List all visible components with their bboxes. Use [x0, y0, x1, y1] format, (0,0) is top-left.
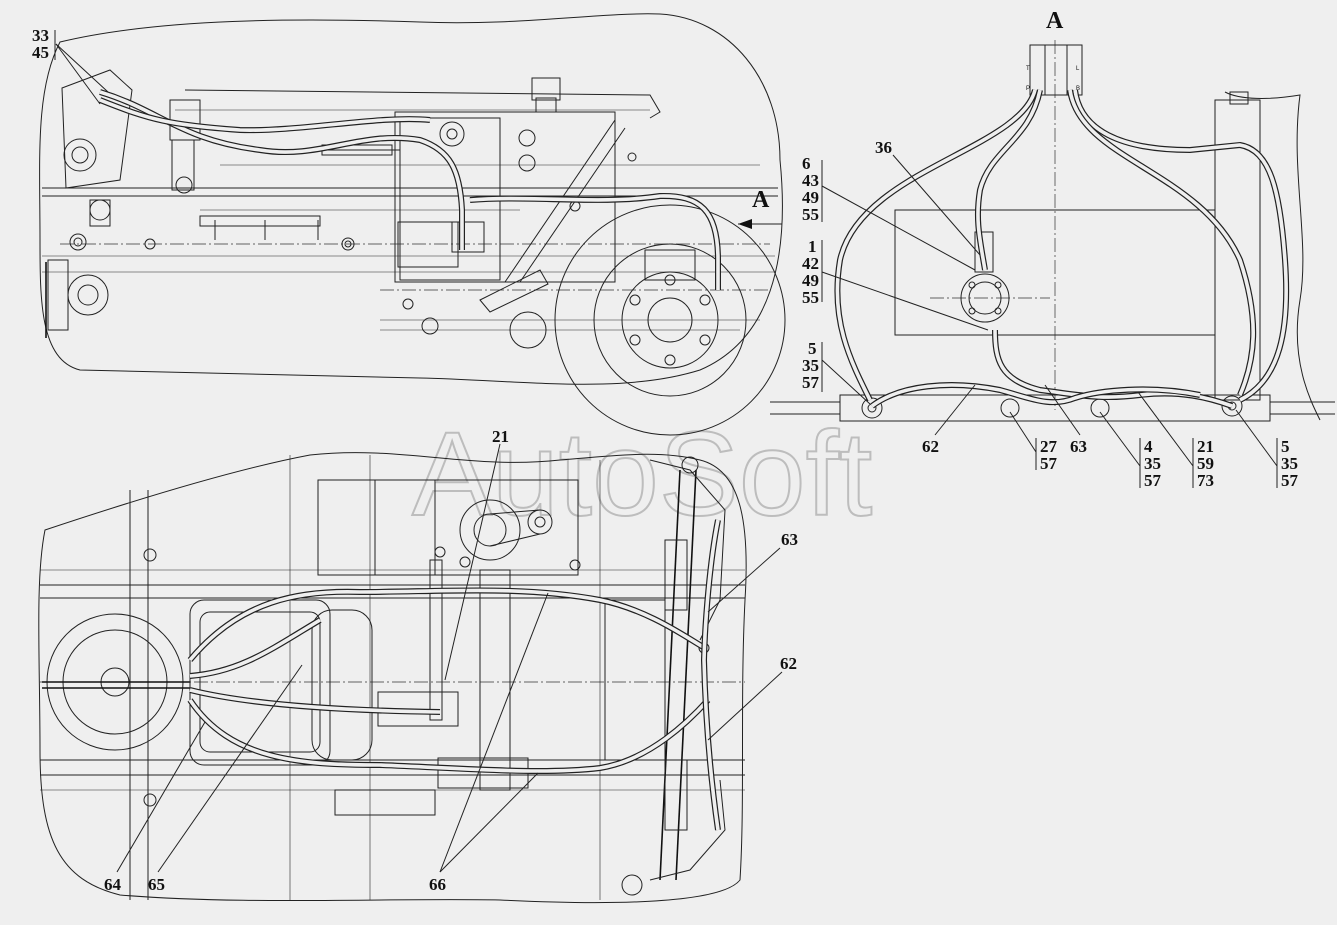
callout-66: 66 — [429, 875, 446, 894]
plan-view: 21 63 62 64 65 66 — [38, 427, 798, 904]
port-p-label: P — [1026, 86, 1030, 92]
callout-33: 33 — [32, 26, 49, 45]
callout-49a: 49 — [802, 188, 819, 207]
callout-35-mid: 35 — [1144, 454, 1161, 473]
port-b-label: B — [1076, 86, 1080, 92]
port-t-label: T — [1026, 66, 1030, 72]
callout-43: 43 — [802, 171, 819, 190]
callout-64: 64 — [104, 875, 122, 894]
callout-5-left: 5 — [808, 339, 817, 358]
callout-57-right: 57 — [1281, 471, 1299, 490]
callout-59: 59 — [1197, 454, 1214, 473]
callout-42: 42 — [802, 254, 819, 273]
callout-5-right: 5 — [1281, 437, 1290, 456]
callout-36: 36 — [875, 138, 892, 157]
callout-57-mid: 57 — [1144, 471, 1162, 490]
callout-21-top: 21 — [1197, 437, 1214, 456]
callout-73: 73 — [1197, 471, 1214, 490]
callout-21-bottom: 21 — [492, 427, 509, 446]
callout-49b: 49 — [802, 271, 819, 290]
view-arrow-label: A — [752, 187, 770, 213]
callout-55b: 55 — [802, 288, 819, 307]
callout-62-bottom: 62 — [780, 654, 797, 673]
view-arrow-head — [738, 219, 752, 229]
view-a: A T L P B — [770, 8, 1335, 490]
callout-6: 6 — [802, 154, 811, 173]
plan-view-outline — [38, 452, 747, 904]
callout-55a: 55 — [802, 205, 819, 224]
callout-35-left: 35 — [802, 356, 819, 375]
callout-57-left: 57 — [802, 373, 820, 392]
callout-35-right: 35 — [1281, 454, 1298, 473]
callout-63-top: 63 — [1070, 437, 1087, 456]
side-view: A 33 45 — [32, 13, 786, 436]
callout-1: 1 — [808, 237, 817, 256]
watermark: AutoSoft — [412, 407, 872, 541]
callout-27: 27 — [1040, 437, 1058, 456]
port-l-label: L — [1076, 66, 1080, 72]
callout-62-top: 62 — [922, 437, 939, 456]
callout-57-a: 57 — [1040, 454, 1058, 473]
callout-65: 65 — [148, 875, 165, 894]
callout-4: 4 — [1144, 437, 1153, 456]
callout-45: 45 — [32, 43, 49, 62]
callout-63-bottom: 63 — [781, 530, 798, 549]
view-a-title: A — [1046, 8, 1064, 34]
